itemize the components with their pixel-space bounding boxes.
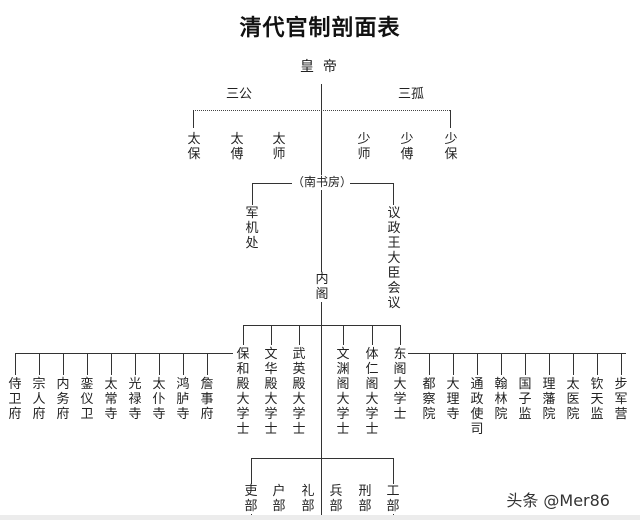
right-offices-connector — [408, 353, 626, 354]
connector-left-6 — [159, 353, 160, 375]
office-zhanshifu: 詹事府 — [200, 377, 214, 422]
office-taiyiyuan: 太医院 — [566, 377, 580, 422]
bottom-strip — [0, 515, 640, 520]
office-neiwufu: 内务府 — [56, 377, 70, 422]
connector-right-7 — [597, 353, 598, 375]
connector-taibao — [193, 110, 194, 128]
six-ministries-connector — [251, 458, 394, 459]
connector-right-1 — [453, 353, 454, 375]
connector-left-8 — [207, 353, 208, 375]
ministry-revenue: 户部 — [272, 484, 286, 514]
ministry-works: 工部 — [386, 484, 400, 514]
official-shaobao: 少保 — [444, 132, 458, 162]
emperor-node: 皇 帝 — [300, 59, 337, 75]
ministry-personnel: 吏部 — [244, 484, 258, 514]
nanshufang-connector-right — [350, 183, 394, 184]
connector-shaobao — [450, 110, 451, 128]
yizheng-node: 议政王大臣会议 — [387, 206, 401, 311]
grand-secretary-wenhua: 文华殿大学士 — [264, 347, 278, 437]
office-dalisi: 大理寺 — [446, 377, 460, 422]
office-luanyiwei: 銮仪卫 — [80, 377, 94, 422]
junjichu-node: 军机处 — [245, 206, 259, 251]
office-lifanyuan: 理藩院 — [542, 377, 556, 422]
office-bujunying: 步军营 — [614, 377, 628, 422]
grand-secretary-wuying: 武英殿大学士 — [292, 347, 306, 437]
grand-secretary-baohe: 保和殿大学士 — [236, 347, 250, 437]
office-qintianjian: 钦天监 — [590, 377, 604, 422]
official-taishi: 太师 — [272, 132, 286, 162]
connector-right-8 — [621, 353, 622, 375]
office-shiweifu: 侍卫府 — [8, 377, 22, 422]
connector-gs-2 — [299, 325, 300, 345]
connector-gs-4 — [372, 325, 373, 345]
office-hanlinyuan: 翰林院 — [494, 377, 508, 422]
connector-right-2 — [477, 353, 478, 375]
sangong-sangu-connector — [193, 110, 450, 111]
official-shaofu: 少傅 — [400, 132, 414, 162]
connector-yizheng — [393, 183, 394, 205]
nanshufang-connector-left — [252, 183, 294, 184]
sangu-label: 三孤 — [398, 87, 425, 102]
office-guanglusi: 光禄寺 — [128, 377, 142, 422]
watermark: 头条 @Mer86 — [506, 491, 610, 510]
office-zongrenfu: 宗人府 — [32, 377, 46, 422]
office-honglusi: 鸿胪寺 — [176, 377, 190, 422]
neige-node: 内阁 — [315, 272, 329, 302]
official-shaoshi: 少师 — [357, 132, 371, 162]
ministry-rites: 礼部 — [301, 484, 315, 514]
office-taichangsi: 太常寺 — [104, 377, 118, 422]
connector-right-5 — [549, 353, 550, 375]
official-taibao: 太保 — [187, 132, 201, 162]
official-taifu: 太傅 — [230, 132, 244, 162]
connector-left-1 — [39, 353, 40, 375]
grand-secretary-wenyuan: 文渊阁大学士 — [336, 347, 350, 437]
connector-left-7 — [183, 353, 184, 375]
office-tongzhengshisi: 通政使司 — [470, 377, 484, 437]
grand-secretaries-connector — [243, 325, 401, 326]
connector-left-4 — [111, 353, 112, 375]
connector-gs-5 — [400, 325, 401, 345]
connector-left-2 — [63, 353, 64, 375]
sangong-label: 三公 — [226, 87, 253, 102]
ministry-war: 兵部 — [329, 484, 343, 514]
connector-junjichu — [252, 183, 253, 205]
connector-left-0 — [15, 353, 16, 375]
grand-secretary-tiren: 体仁阁大学士 — [365, 347, 379, 437]
connector-gs-0 — [243, 325, 244, 345]
left-offices-connector — [15, 353, 233, 354]
connector-gs-1 — [271, 325, 272, 345]
connector-left-5 — [135, 353, 136, 375]
nanshufang-node: （南书房） — [292, 175, 353, 190]
ministry-justice: 刑部 — [358, 484, 372, 514]
connector-right-3 — [501, 353, 502, 375]
office-taipusi: 太仆寺 — [152, 377, 166, 422]
connector-right-4 — [525, 353, 526, 375]
page-title: 清代官制剖面表 — [239, 16, 401, 41]
connector-right-6 — [573, 353, 574, 375]
connector-right-0 — [429, 353, 430, 375]
grand-secretary-dongge: 东阁大学士 — [393, 347, 407, 422]
connector-gs-3 — [343, 325, 344, 345]
office-duchayuan: 都察院 — [422, 377, 436, 422]
office-guozijian: 国子监 — [518, 377, 532, 422]
connector-left-3 — [87, 353, 88, 375]
